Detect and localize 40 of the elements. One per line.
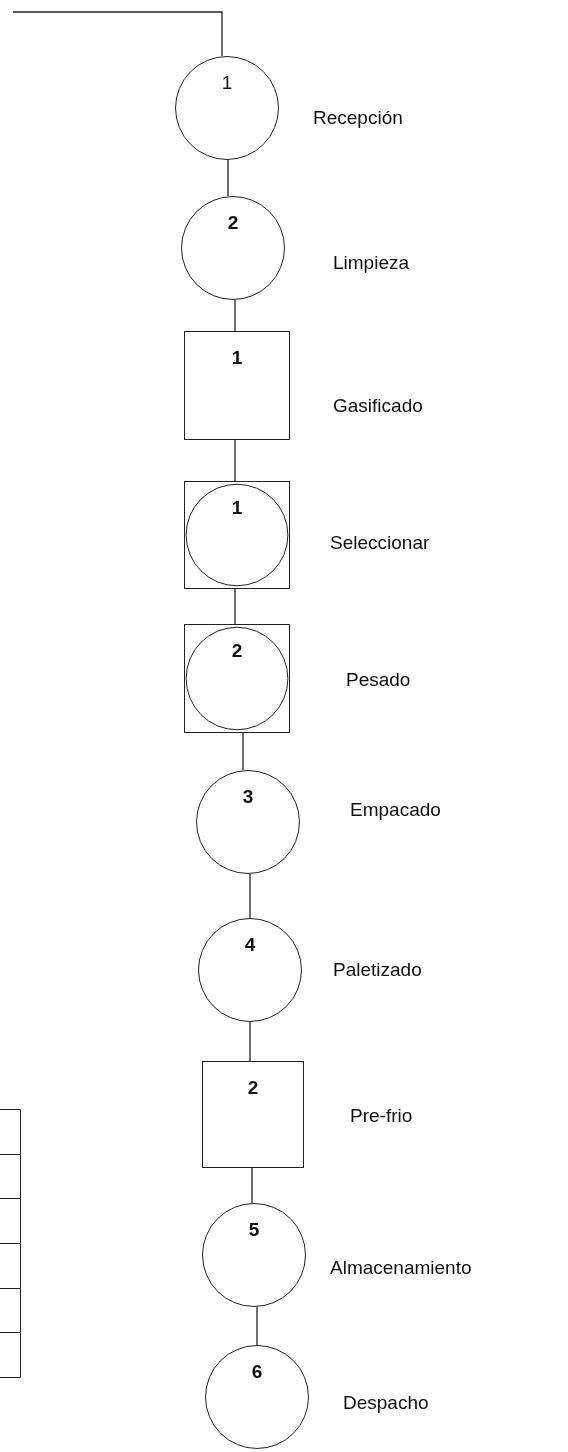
combined-operation-symbol: [184, 481, 290, 589]
step-number: 6: [251, 1361, 263, 1383]
combined-operation-symbol: [184, 624, 290, 733]
step-label: Empacado: [350, 798, 441, 822]
step-number: 2: [247, 1077, 259, 1099]
step-label: Paletizado: [333, 958, 422, 982]
operation-circle: [198, 918, 302, 1022]
step-label: Limpieza: [333, 251, 410, 275]
connector-line: [242, 732, 244, 771]
step-label: Recepción: [313, 106, 403, 130]
operation-circle: [196, 770, 300, 874]
operation-circle: [205, 1345, 309, 1449]
step-number: 1: [221, 72, 233, 94]
operation-circle: [181, 196, 285, 300]
step-number: 1: [231, 347, 243, 369]
connector-line: [12, 11, 223, 57]
connector-line: [234, 439, 236, 482]
operation-circle: [175, 56, 279, 160]
step-number: 2: [231, 640, 243, 662]
connector-line: [234, 588, 236, 625]
step-label: Pesado: [346, 668, 411, 692]
step-label: Almacenamiento: [330, 1256, 472, 1280]
connector-line: [249, 1021, 251, 1062]
step-number: 2: [227, 212, 239, 234]
step-number: 1: [231, 497, 243, 519]
step-label: Despacho: [343, 1391, 429, 1415]
step-number: 4: [244, 934, 256, 956]
operation-circle: [202, 1203, 306, 1307]
step-label: Gasificado: [333, 394, 423, 418]
connector-line: [249, 873, 251, 919]
connector-line: [234, 299, 236, 332]
inspection-square: [184, 331, 290, 440]
connector-line: [251, 1167, 253, 1204]
step-number: 3: [242, 786, 254, 808]
connector-line: [256, 1306, 258, 1346]
connector-line: [227, 159, 229, 197]
step-number: 5: [248, 1219, 260, 1241]
inspection-square: [202, 1061, 304, 1168]
step-label: Seleccionar: [330, 531, 430, 555]
step-label: Pre-frio: [350, 1104, 413, 1128]
